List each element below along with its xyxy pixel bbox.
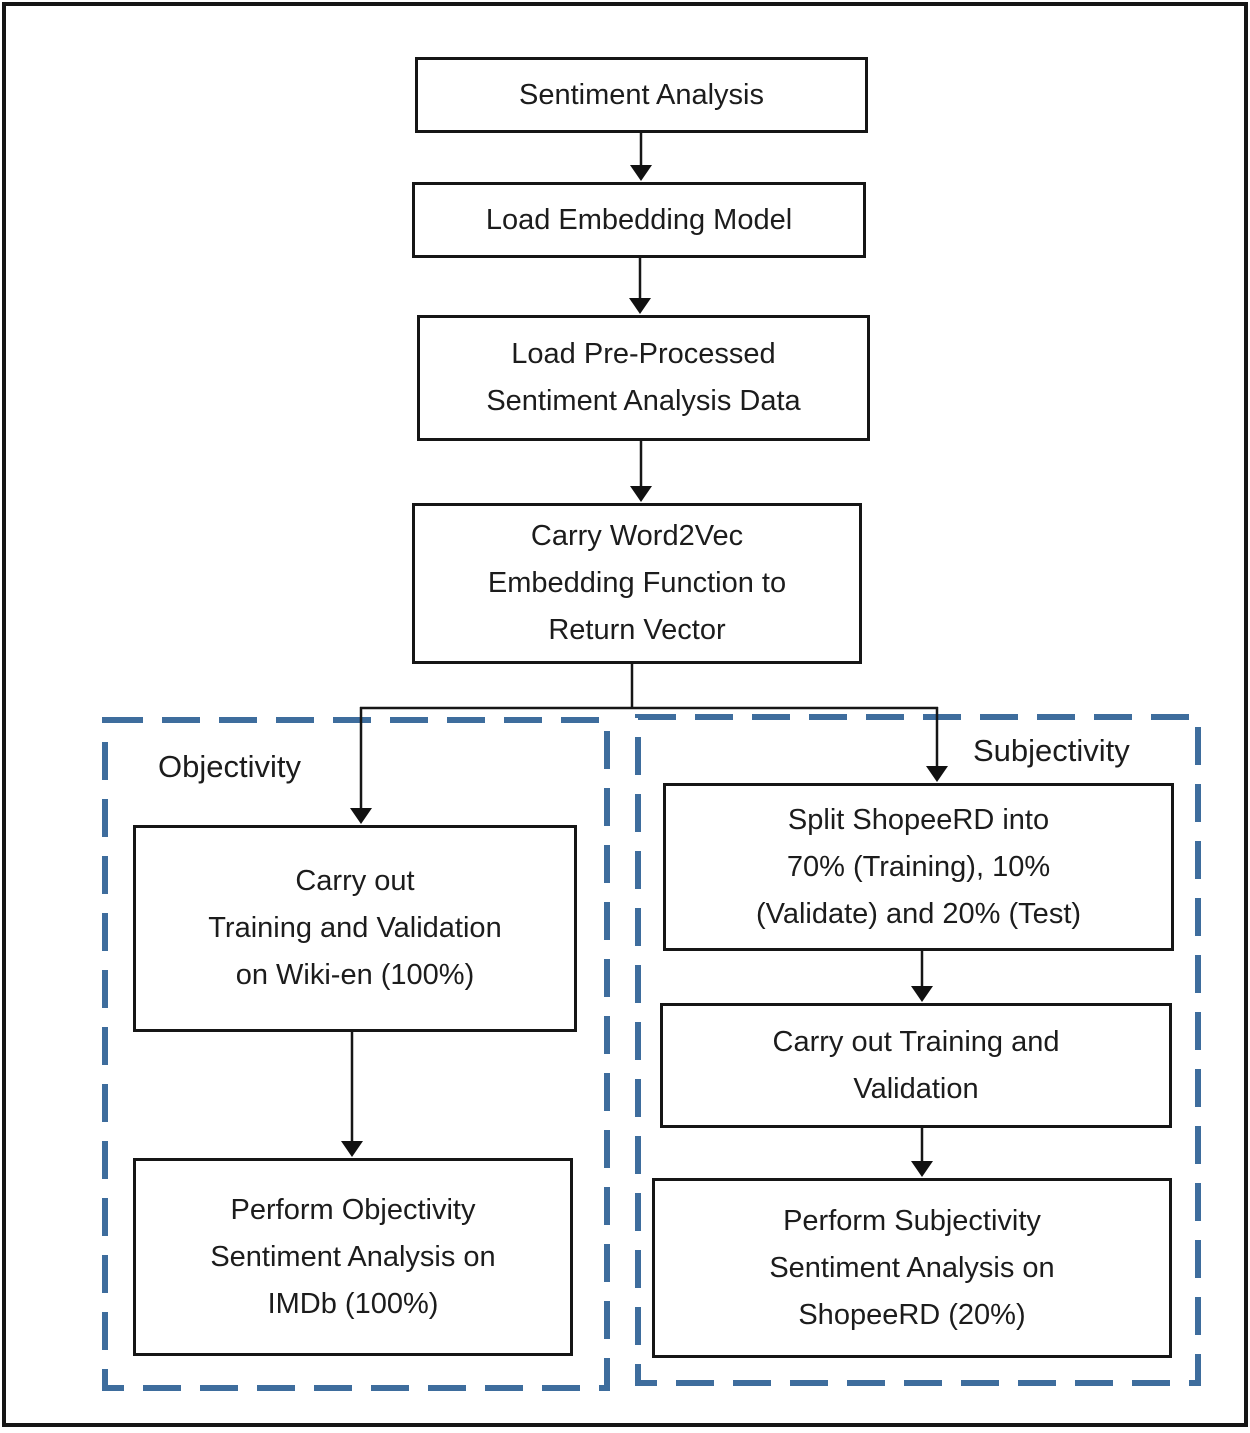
- objectivity-branch-label: Objectivity: [158, 749, 301, 784]
- arrow-to-subjectivity-branch: [926, 707, 948, 782]
- node-subjectivity-perform-analysis: Perform Subjectivity Sentiment Analysis …: [652, 1178, 1172, 1358]
- subjectivity-branch-label: Subjectivity: [973, 733, 1130, 768]
- arrow-loaddata-to-word2vec: [630, 441, 652, 502]
- arrow-subtrain-to-subperform: [911, 1128, 933, 1177]
- arrow-sentiment-to-loadmodel: [630, 133, 652, 181]
- node-word2vec-embedding: Carry Word2Vec Embedding Function to Ret…: [412, 503, 862, 664]
- arrow-objtrain-to-objperform: [341, 1032, 363, 1157]
- subjectivity-container-border: [635, 714, 1201, 1386]
- node-load-embedding-model: Load Embedding Model: [412, 182, 866, 258]
- node-objectivity-perform-analysis: Perform Objectivity Sentiment Analysis o…: [133, 1158, 573, 1356]
- node-sentiment-analysis: Sentiment Analysis: [415, 57, 868, 133]
- arrow-to-objectivity-branch: [350, 707, 372, 824]
- arrow-subsplit-to-subtrain: [911, 951, 933, 1002]
- branch-split-connector: [360, 663, 938, 710]
- objectivity-container-border: [102, 717, 610, 1391]
- node-objectivity-train-validate: Carry out Training and Validation on Wik…: [133, 825, 577, 1032]
- arrow-loadmodel-to-loaddata: [629, 258, 651, 314]
- node-load-preprocessed-data: Load Pre-Processed Sentiment Analysis Da…: [417, 315, 870, 441]
- node-subjectivity-split-dataset: Split ShopeeRD into 70% (Training), 10% …: [663, 783, 1174, 951]
- node-subjectivity-train-validate: Carry out Training and Validation: [660, 1003, 1172, 1128]
